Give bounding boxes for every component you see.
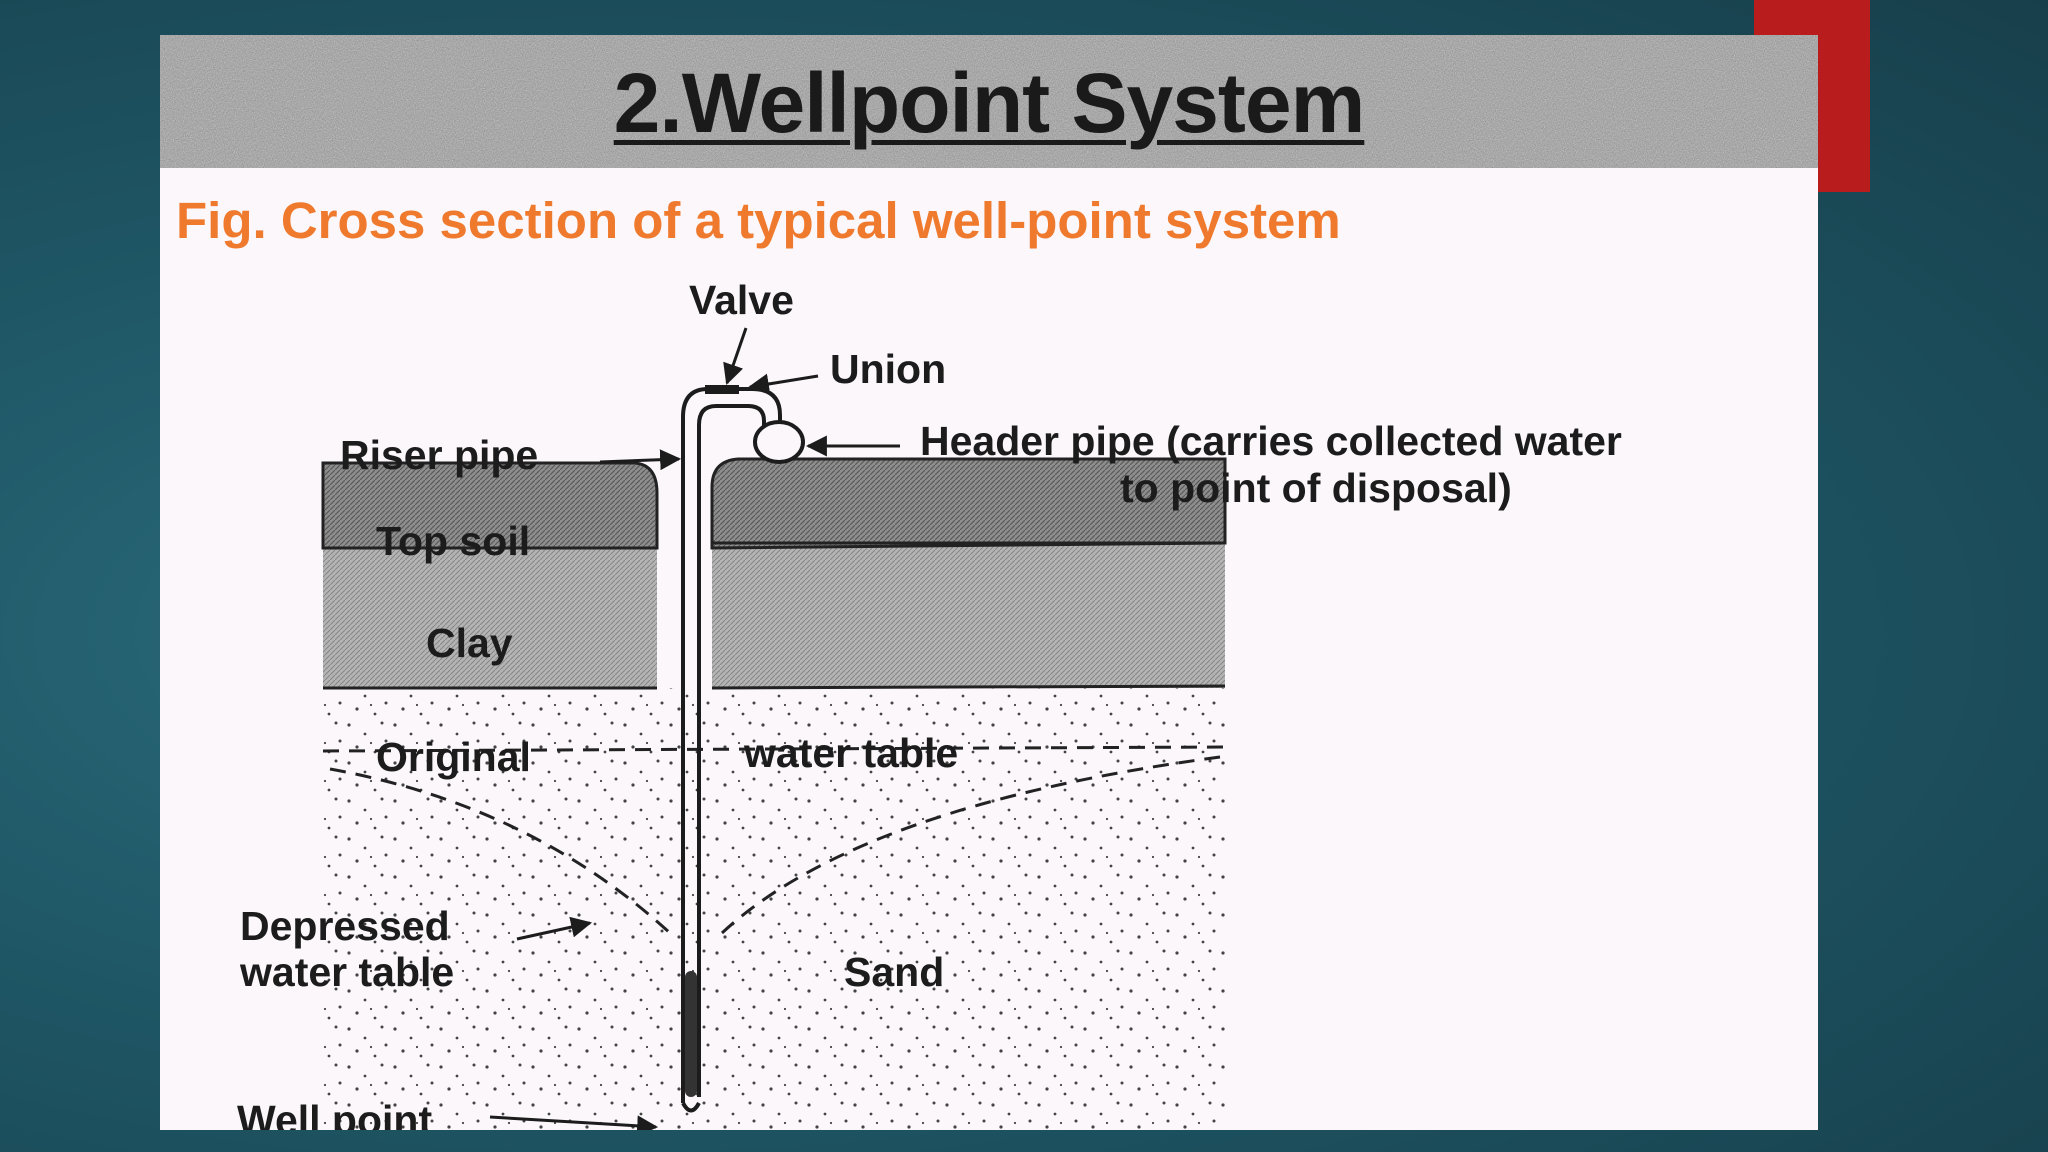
label-water-table: water table	[743, 730, 958, 776]
well-point-screen	[685, 971, 697, 1097]
figure-caption: Fig. Cross section of a typical well-poi…	[176, 192, 1341, 249]
header-pipe	[753, 420, 805, 464]
slide-title: 2.Wellpoint System	[613, 56, 1366, 150]
label-depressed-line1: Depressed	[240, 903, 450, 949]
label-top-soil: Top soil	[376, 518, 530, 564]
title-band: 2.Wellpoint System	[160, 35, 1818, 168]
sand-layer	[323, 688, 1225, 1130]
label-well-point: Well point	[237, 1097, 432, 1130]
label-riser-pipe: Riser pipe	[340, 432, 538, 478]
depressed-water-table-curve	[329, 755, 1221, 935]
label-clay: Clay	[426, 620, 513, 666]
label-depressed-line2: water table	[239, 949, 454, 995]
label-sand: Sand	[844, 949, 944, 995]
valve	[705, 385, 739, 394]
label-header-pipe-line2: to point of disposal)	[1120, 465, 1512, 511]
label-valve: Valve	[689, 277, 794, 323]
label-union: Union	[830, 346, 946, 392]
top-soil-layer	[321, 457, 1227, 550]
label-original: Original	[376, 734, 531, 780]
original-water-table-line	[322, 745, 1226, 753]
title-texture	[160, 35, 1818, 168]
label-header-pipe-line1: Header pipe (carries collected water	[920, 418, 1622, 464]
wellpoint-cross-section-diagram: Valve Union Riser pipe Header pipe (carr…	[237, 277, 1622, 1130]
clay-layer	[323, 543, 1226, 690]
slide: 2.Wellpoint System Fig. Cross section of…	[160, 35, 1818, 1130]
label-arrows	[489, 327, 900, 1130]
